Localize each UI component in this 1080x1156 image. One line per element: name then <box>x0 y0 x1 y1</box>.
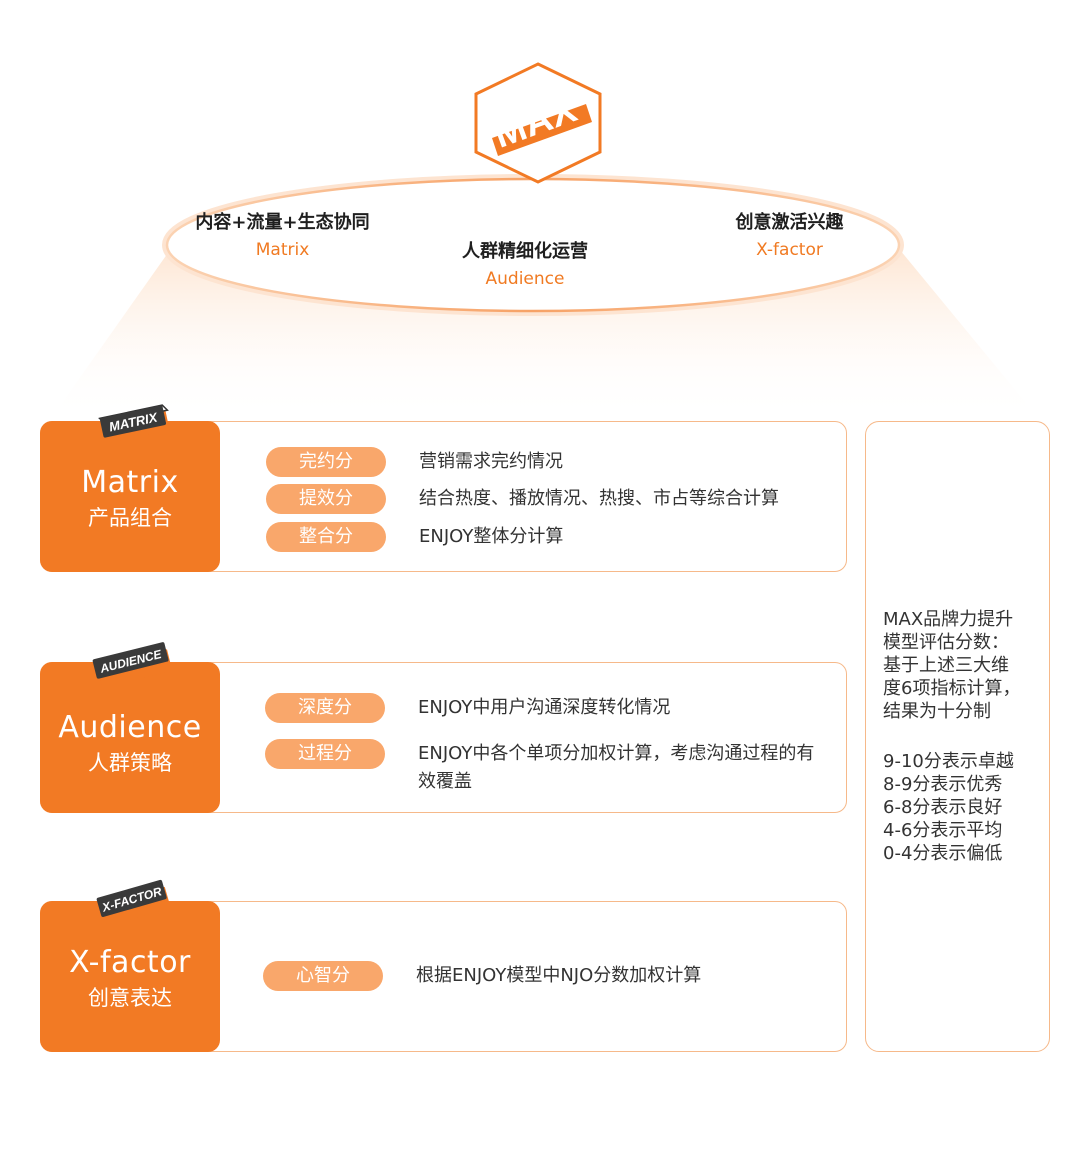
scale-item: 4-6分表示平均 <box>883 820 1003 841</box>
audience-tab: Audience 人群策略 <box>40 662 220 813</box>
desc-guocheng: ENJOY中各个单项分加权计算，考虑沟通过程的有效覆盖 <box>418 743 815 792</box>
pill-wanyue: 完约分 <box>266 447 386 477</box>
score-line-4: 度6项指标计算， <box>883 678 1021 699</box>
pill-xinzhi: 心智分 <box>263 961 383 991</box>
score-line-3: 基于上述三大维 <box>883 655 1009 676</box>
max-logo: MAX <box>474 62 602 184</box>
ellipse-center-label: 人群精细化运营 Audience <box>435 237 615 289</box>
score-description: MAX品牌力提升 模型评估分数： 基于上述三大维 度6项指标计算， 结果为十分制 <box>883 608 1043 723</box>
audience-badge: AUDIENCE <box>92 642 173 689</box>
audience-title-zh: 人群策略 <box>88 751 172 775</box>
score-line-2: 模型评估分数： <box>883 632 1009 653</box>
ellipse-center-subtitle: Audience <box>485 269 565 289</box>
scale-item: 9-10分表示卓越 <box>883 751 1014 772</box>
audience-title-en: Audience <box>58 710 202 745</box>
score-panel <box>865 421 1050 1052</box>
ellipse-left-subtitle: Matrix <box>255 240 310 260</box>
pill-zhenghe: 整合分 <box>266 522 386 552</box>
desc-wanyue: 营销需求完约情况 <box>419 451 563 472</box>
scale-item: 8-9分表示优秀 <box>883 774 1003 795</box>
matrix-badge: MATRIX <box>98 404 170 444</box>
ellipse-center-title: 人群精细化运营 <box>462 241 588 262</box>
score-line-1: MAX品牌力提升 <box>883 609 1014 630</box>
scale-item: 0-4分表示偏低 <box>883 843 1003 864</box>
xfactor-badge: X-FACTOR <box>96 879 171 927</box>
pill-guocheng: 过程分 <box>265 739 385 769</box>
matrix-title-en: Matrix <box>81 465 179 500</box>
xfactor-title-zh: 创意表达 <box>88 986 172 1010</box>
xfactor-tab: X-factor 创意表达 <box>40 901 220 1052</box>
desc-tixiao: 结合热度、播放情况、热搜、市占等综合计算 <box>419 488 779 509</box>
desc-zhenghe: ENJOY整体分计算 <box>419 526 564 547</box>
ellipse-left-title: 内容+流量+生态协同 <box>195 212 370 233</box>
scale-item: 6-8分表示良好 <box>883 797 1003 818</box>
score-line-5: 结果为十分制 <box>883 701 991 722</box>
desc-shendu: ENJOY中用户沟通深度转化情况 <box>418 697 671 718</box>
ellipse-left-label: 内容+流量+生态协同 Matrix <box>190 208 375 260</box>
ellipse-right-title: 创意激活兴趣 <box>735 212 844 233</box>
ellipse-right-subtitle: X-factor <box>756 240 823 260</box>
xfactor-title-en: X-factor <box>69 945 191 980</box>
score-scale: 9-10分表示卓越 8-9分表示优秀 6-8分表示良好 4-6分表示平均 0-4… <box>883 750 1043 865</box>
matrix-tab: Matrix 产品组合 <box>40 421 220 572</box>
desc-xinzhi: 根据ENJOY模型中NJO分数加权计算 <box>416 965 702 986</box>
pill-shendu: 深度分 <box>265 693 385 723</box>
pill-tixiao: 提效分 <box>266 484 386 514</box>
ellipse-right-label: 创意激活兴趣 X-factor <box>712 208 867 260</box>
matrix-title-zh: 产品组合 <box>88 506 172 530</box>
